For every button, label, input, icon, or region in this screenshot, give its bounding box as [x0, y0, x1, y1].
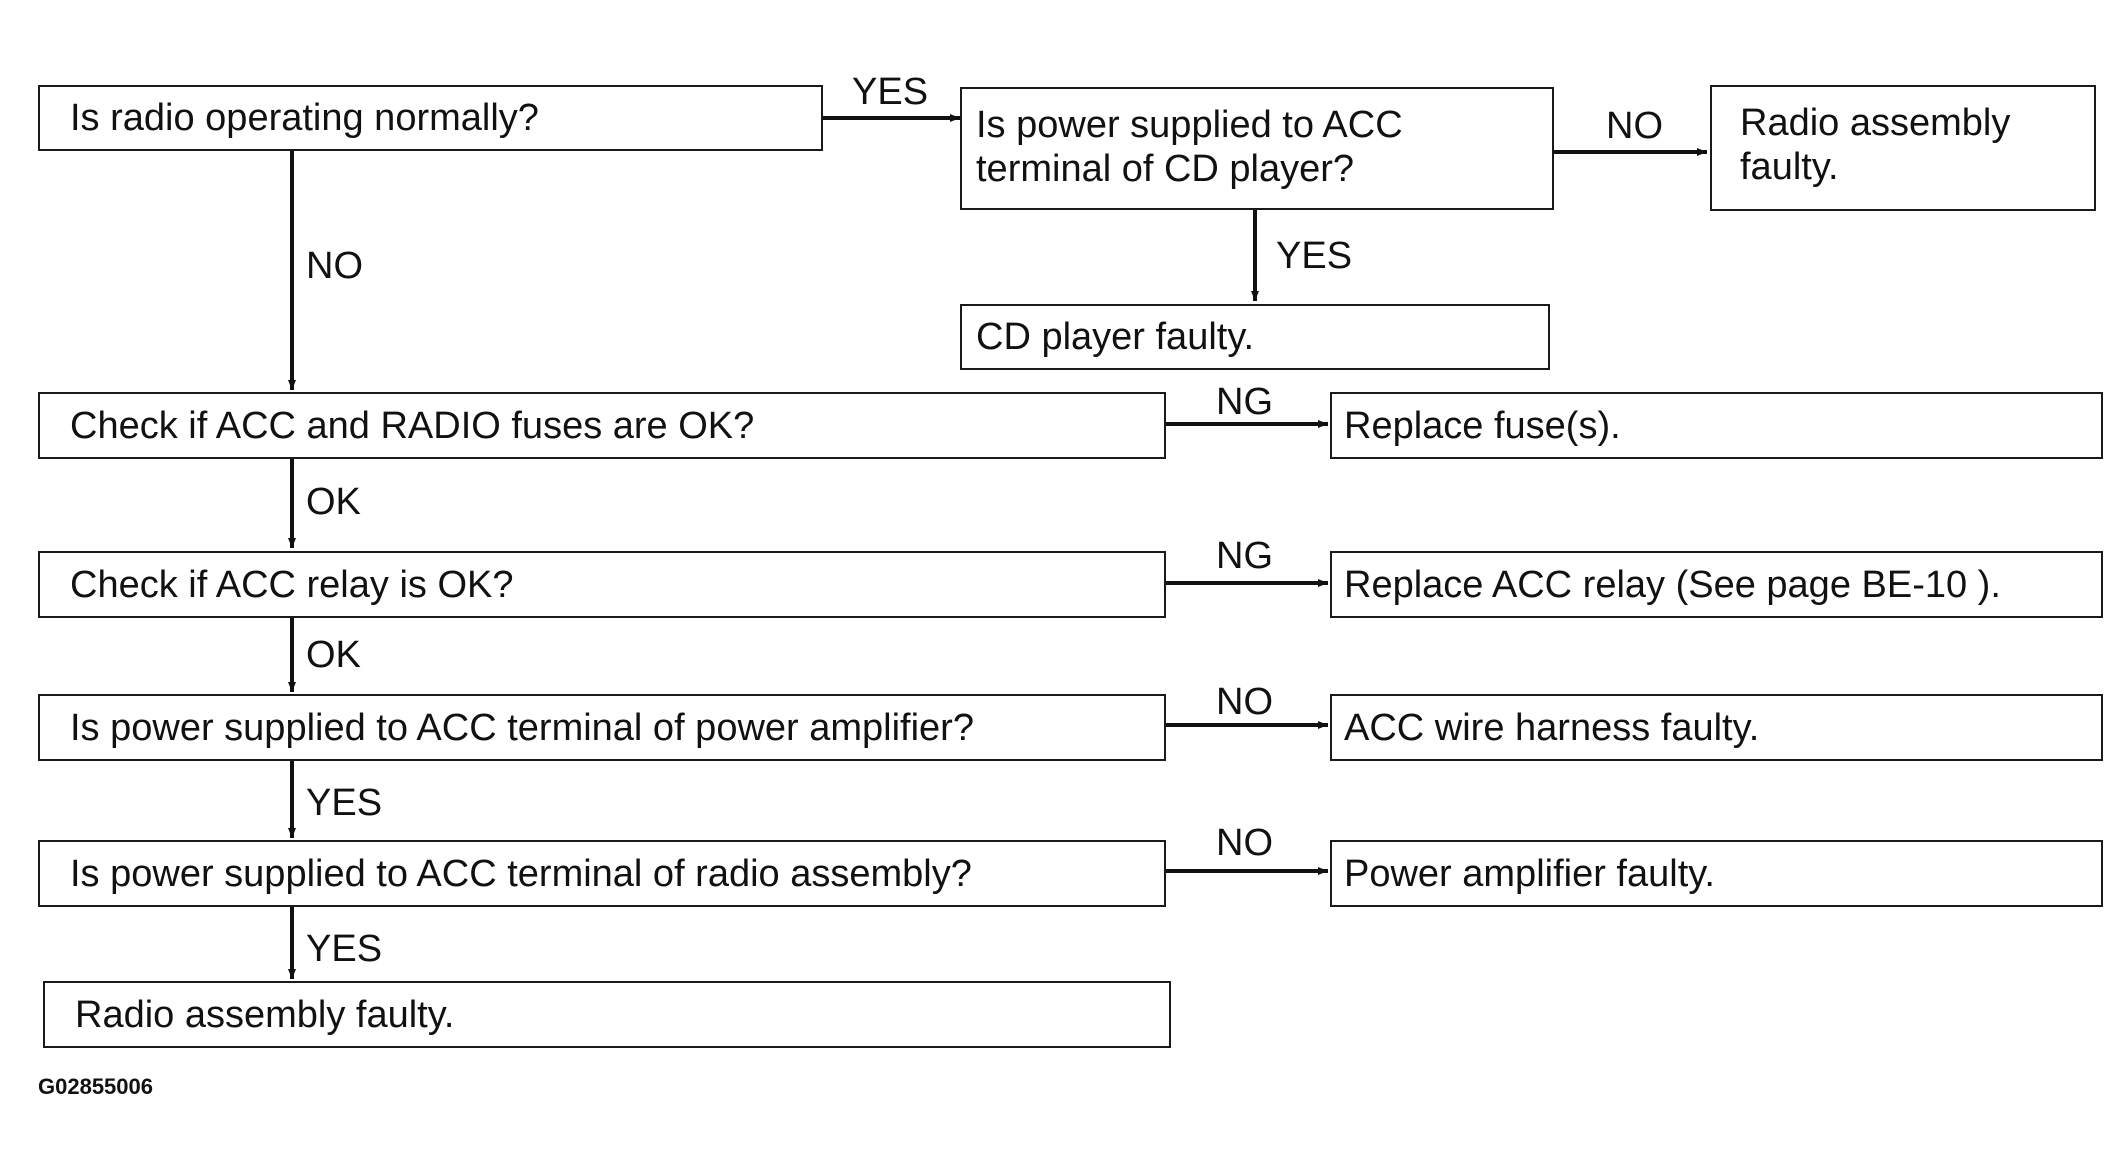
edge-label-fuses-ok: OK: [306, 481, 361, 523]
edge-label-radio-yes: YES: [852, 71, 929, 113]
edge-label-radio-no: NO: [306, 245, 363, 287]
edge-label-radio-power-yes: YES: [306, 928, 383, 970]
node-is-radio-operating-normally: Is radio operating normally?: [38, 85, 823, 151]
node-cd-player-faulty: CD player faulty.: [960, 304, 1550, 370]
edge-label-amp-yes: YES: [306, 782, 383, 824]
node-power-to-radio-assembly: Is power supplied to ACC terminal of rad…: [38, 840, 1166, 907]
node-replace-acc-relay: Replace ACC relay (See page BE-10 ).: [1330, 551, 2103, 618]
edge-label-cd-yes: YES: [1276, 235, 1353, 277]
edge-label-relay-ng: NG: [1216, 535, 1273, 577]
node-replace-fuses: Replace fuse(s).: [1330, 392, 2103, 459]
node-is-power-supplied-cd-player: Is power supplied to ACC terminal of CD …: [960, 87, 1554, 210]
node-radio-assembly-faulty-top: Radio assembly faulty.: [1710, 85, 2096, 211]
node-check-fuses: Check if ACC and RADIO fuses are OK?: [38, 392, 1166, 459]
edge-label-fuses-ng: NG: [1216, 381, 1273, 423]
edge-label-cd-no: NO: [1606, 105, 1663, 147]
node-power-to-amplifier: Is power supplied to ACC terminal of pow…: [38, 694, 1166, 761]
node-check-acc-relay: Check if ACC relay is OK?: [38, 551, 1166, 618]
node-acc-wire-harness-faulty: ACC wire harness faulty.: [1330, 694, 2103, 761]
node-radio-assembly-faulty-bottom: Radio assembly faulty.: [43, 981, 1171, 1048]
node-power-amplifier-faulty: Power amplifier faulty.: [1330, 840, 2103, 907]
edge-label-radio-power-no: NO: [1216, 822, 1273, 864]
figure-id: G02855006: [38, 1074, 153, 1099]
edge-label-relay-ok: OK: [306, 634, 361, 676]
edge-label-amp-no: NO: [1216, 681, 1273, 723]
